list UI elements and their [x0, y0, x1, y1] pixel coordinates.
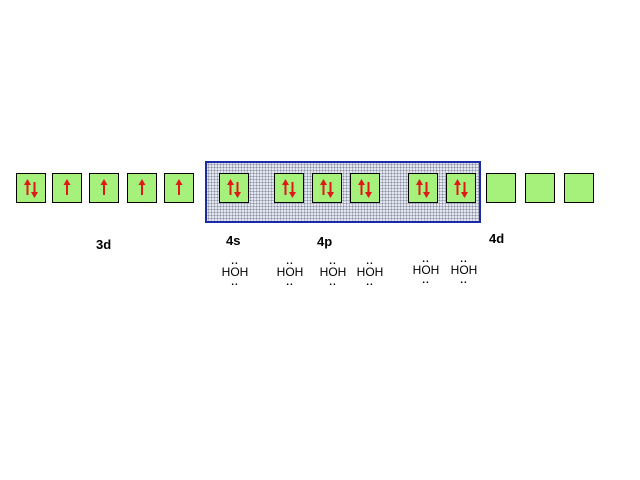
orbital-box-4d-1	[408, 173, 438, 203]
lone-pair-bottom: ..	[286, 277, 294, 288]
electron-up-arrow	[282, 179, 289, 195]
electron-arrows	[24, 179, 38, 198]
electron-up-arrow	[227, 179, 234, 195]
lone-pair-bottom: ..	[329, 277, 337, 288]
ligand-formula: HOH	[276, 265, 304, 279]
electron-down-arrow	[365, 182, 372, 198]
electron-arrows	[100, 179, 108, 195]
electron-up-arrow	[358, 179, 365, 195]
electron-arrows	[487, 174, 515, 202]
label-4s: 4s	[226, 233, 241, 248]
electron-up-arrow	[175, 179, 183, 195]
water-ligand-2: .. HOH ..	[270, 256, 310, 288]
orbital-box-3d-1	[16, 173, 46, 203]
electron-arrows	[358, 179, 372, 198]
electron-up-arrow	[63, 179, 71, 195]
water-ligand-5: .. HOH ..	[406, 254, 446, 286]
lone-pair-top: ..	[231, 256, 239, 267]
water-ligand-6: .. HOH ..	[444, 254, 484, 286]
orbital-box-4d-3	[486, 173, 516, 203]
water-ligand-4: .. HOH ..	[350, 256, 390, 288]
electron-down-arrow	[327, 182, 334, 198]
electron-arrows	[175, 179, 183, 195]
electron-arrows	[416, 179, 430, 198]
electron-up-arrow	[100, 179, 108, 195]
orbital-box-3d-3	[89, 173, 119, 203]
orbital-box-4d-4	[525, 173, 555, 203]
lone-pair-bottom: ..	[366, 277, 374, 288]
orbital-box-3d-2	[52, 173, 82, 203]
electron-arrows	[565, 174, 593, 202]
ligand-formula: HOH	[356, 265, 384, 279]
electron-up-arrow	[24, 179, 31, 195]
electron-arrows	[282, 179, 296, 198]
orbital-box-4p-1	[274, 173, 304, 203]
water-ligand-3: .. HOH ..	[313, 256, 353, 288]
lone-pair-top: ..	[460, 254, 468, 265]
electron-arrows	[454, 179, 468, 198]
electron-down-arrow	[31, 182, 38, 198]
electron-arrows	[526, 174, 554, 202]
electron-down-arrow	[234, 182, 241, 198]
ligand-formula: HOH	[221, 265, 249, 279]
ligand-formula: HOH	[412, 263, 440, 277]
electron-up-arrow	[320, 179, 327, 195]
label-4d: 4d	[489, 231, 505, 246]
orbital-box-4d-2	[446, 173, 476, 203]
orbital-box-4d-5	[564, 173, 594, 203]
electron-up-arrow	[416, 179, 423, 195]
lone-pair-bottom: ..	[460, 275, 468, 286]
lone-pair-top: ..	[366, 256, 374, 267]
lone-pair-top: ..	[422, 254, 430, 265]
orbital-box-4p-3	[350, 173, 380, 203]
electron-arrows	[320, 179, 334, 198]
label-3d: 3d	[96, 237, 112, 252]
electron-arrows	[227, 179, 241, 198]
orbital-box-4s	[219, 173, 249, 203]
electron-up-arrow	[138, 179, 146, 195]
lone-pair-top: ..	[329, 256, 337, 267]
orbital-box-3d-5	[164, 173, 194, 203]
lone-pair-top: ..	[286, 256, 294, 267]
orbital-box-3d-4	[127, 173, 157, 203]
orbital-box-4p-2	[312, 173, 342, 203]
ligand-formula: HOH	[450, 263, 478, 277]
electron-arrows	[138, 179, 146, 195]
water-ligand-1: .. HOH ..	[215, 256, 255, 288]
lone-pair-bottom: ..	[231, 277, 239, 288]
label-4p: 4p	[317, 234, 333, 249]
electron-up-arrow	[454, 179, 461, 195]
electron-down-arrow	[289, 182, 296, 198]
electron-down-arrow	[423, 182, 430, 198]
electron-down-arrow	[461, 182, 468, 198]
ligand-formula: HOH	[319, 265, 347, 279]
lone-pair-bottom: ..	[422, 275, 430, 286]
electron-arrows	[63, 179, 71, 195]
